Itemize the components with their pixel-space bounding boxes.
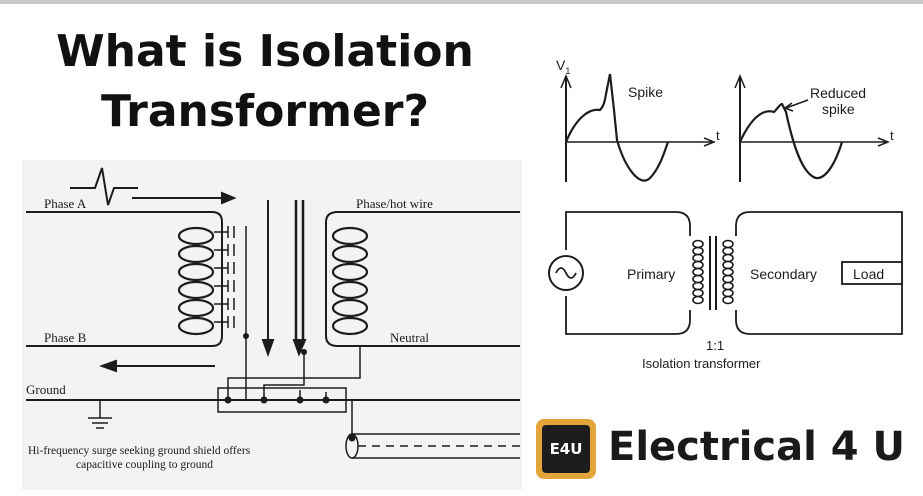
label-secondary: Secondary <box>750 266 817 282</box>
wave2-curve <box>738 102 844 180</box>
label-ratio: 1:1 <box>706 338 724 353</box>
arrow-right-head <box>221 191 237 205</box>
circuit-secondary-coil <box>722 239 734 305</box>
label-phase-b: Phase B <box>44 330 87 345</box>
wave2-x-arrow <box>877 137 891 147</box>
label-neutral: Neutral <box>390 330 429 345</box>
v-subscript: 1 <box>565 66 570 76</box>
wave1-t-label: t <box>716 128 720 143</box>
primary-loop <box>565 211 691 335</box>
schematic-background <box>22 160 522 490</box>
label-reduced: Reduced <box>810 85 866 101</box>
secondary-winding-frame <box>325 211 339 347</box>
wave2-t-label: t <box>890 128 894 143</box>
label-spike: Spike <box>628 84 663 100</box>
ac-source-icon <box>548 255 584 291</box>
label-phase-hot: Phase/hot wire <box>356 196 433 211</box>
v-label: V <box>556 57 566 73</box>
brand-logo: E4U <box>536 419 596 479</box>
label-ground: Ground <box>26 382 66 397</box>
load-box <box>841 261 903 285</box>
title-line-1: What is Isolation <box>56 26 474 77</box>
brand-badge-text: E4U <box>542 425 590 473</box>
core-arrow-head <box>292 339 307 357</box>
shield-wiring <box>227 346 361 438</box>
brand-name: Electrical 4 U <box>608 424 906 470</box>
label-isolation-transformer: Isolation transformer <box>642 356 761 371</box>
wave1-v-label: V1 <box>556 57 570 76</box>
secondary-coil <box>331 226 369 336</box>
capacitive-taps <box>214 226 247 392</box>
wave1-y-arrow <box>560 74 572 89</box>
label-primary: Primary <box>627 266 675 282</box>
shield-terminal-box <box>217 387 347 413</box>
reduced-spike-pointer-head <box>783 102 794 112</box>
wave1-x-arrow <box>703 137 717 147</box>
shielded-cable <box>345 433 520 459</box>
reduced-spike-pointer <box>785 99 809 109</box>
label-spike-2: spike <box>822 101 855 117</box>
surge-pulse-icon <box>70 167 138 206</box>
ground-symbol-icon <box>88 400 112 429</box>
ac-sine-glyph <box>555 267 577 279</box>
caption-line-2: capacitive coupling to ground <box>76 459 213 471</box>
wave2-y-arrow <box>734 74 746 89</box>
arrow-left-head <box>99 359 117 373</box>
junction-dots <box>224 333 356 442</box>
wave1-curve <box>564 73 670 182</box>
label-load: Load <box>853 266 884 282</box>
page-title: What is Isolation Transformer? <box>20 22 510 142</box>
caption-line-1: Hi-frequency surge seeking ground shield… <box>28 445 251 457</box>
circuit-primary-coil <box>692 239 704 305</box>
primary-coil <box>177 226 215 336</box>
title-line-2: Transformer? <box>100 86 430 137</box>
label-phase-a: Phase A <box>44 196 87 211</box>
top-edge <box>0 0 923 4</box>
arrow-down-head <box>261 339 275 357</box>
primary-winding-frame <box>211 211 223 347</box>
